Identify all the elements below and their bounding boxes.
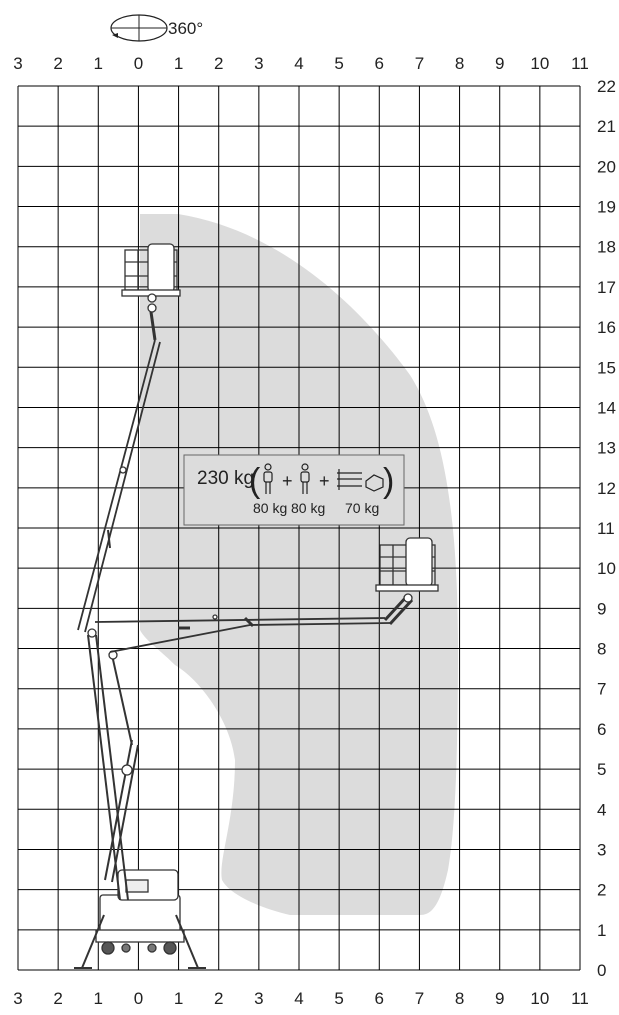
x-tick-label-bottom: 5 xyxy=(334,989,343,1008)
chassis xyxy=(95,869,185,955)
capacity-person2: 80 kg xyxy=(291,500,325,516)
capacity-box: 230 kg ( + + ) 80 kg 80 kg 70 kg xyxy=(183,454,405,526)
platform-side xyxy=(375,537,439,603)
x-tick-label-top: 1 xyxy=(174,54,183,73)
y-tick-label: 5 xyxy=(597,760,606,779)
x-tick-label-top: 9 xyxy=(495,54,504,73)
y-tick-label: 1 xyxy=(597,921,606,940)
plus-icon: + xyxy=(319,471,330,491)
y-tick-label: 0 xyxy=(597,961,606,980)
person-icon xyxy=(263,463,273,494)
x-tick-label-top: 10 xyxy=(530,54,549,73)
x-tick-label-bottom: 1 xyxy=(94,989,103,1008)
y-tick-label: 2 xyxy=(597,881,606,900)
x-tick-label-top: 4 xyxy=(294,54,303,73)
x-tick-label-bottom: 1 xyxy=(174,989,183,1008)
capacity-total: 230 kg xyxy=(197,468,254,489)
x-tick-label-bottom: 3 xyxy=(13,989,22,1008)
y-tick-label: 15 xyxy=(597,358,616,377)
rotation-indicator: 360° xyxy=(110,14,203,42)
x-tick-label-top: 8 xyxy=(455,54,464,73)
x-tick-label-top: 0 xyxy=(134,54,143,73)
upper-boom-vertical xyxy=(77,303,161,633)
y-tick-label: 14 xyxy=(597,398,616,417)
platform-top xyxy=(121,243,181,303)
capacity-tools: 70 kg xyxy=(345,500,379,516)
y-tick-label: 16 xyxy=(597,318,616,337)
x-tick-label-bottom: 6 xyxy=(375,989,384,1008)
y-tick-label: 21 xyxy=(597,117,616,136)
machine xyxy=(74,243,439,969)
y-tick-label: 7 xyxy=(597,680,606,699)
axis-tick-labels: 3322110011223344556677889910101111012345… xyxy=(13,54,616,1008)
plus-icon: + xyxy=(282,471,293,491)
y-tick-label: 6 xyxy=(597,720,606,739)
y-tick-label: 9 xyxy=(597,599,606,618)
x-tick-label-bottom: 11 xyxy=(571,989,589,1008)
x-tick-label-top: 2 xyxy=(53,54,62,73)
x-tick-label-bottom: 2 xyxy=(53,989,62,1008)
x-tick-label-bottom: 8 xyxy=(455,989,464,1008)
person-icon xyxy=(300,463,310,494)
x-tick-label-top: 3 xyxy=(254,54,263,73)
y-tick-label: 8 xyxy=(597,640,606,659)
lower-boom xyxy=(87,628,139,901)
open-paren: ( xyxy=(249,462,261,500)
y-tick-label: 11 xyxy=(597,519,615,538)
x-tick-label-top: 3 xyxy=(13,54,22,73)
x-tick-label-top: 2 xyxy=(214,54,223,73)
x-tick-label-top: 11 xyxy=(571,54,589,73)
outriggers xyxy=(74,914,206,969)
y-tick-label: 22 xyxy=(597,77,616,96)
y-tick-label: 18 xyxy=(597,238,616,257)
y-tick-label: 19 xyxy=(597,198,616,217)
y-tick-label: 10 xyxy=(597,559,616,578)
y-tick-label: 4 xyxy=(597,800,606,819)
tools-icon xyxy=(337,469,384,492)
x-tick-label-bottom: 3 xyxy=(254,989,263,1008)
x-tick-label-top: 6 xyxy=(375,54,384,73)
y-tick-label: 17 xyxy=(597,278,616,297)
x-tick-label-bottom: 7 xyxy=(415,989,424,1008)
y-tick-label: 20 xyxy=(597,157,616,176)
y-tick-label: 12 xyxy=(597,479,616,498)
rotation-label: 360° xyxy=(168,19,203,38)
grid xyxy=(17,85,581,971)
x-tick-label-top: 7 xyxy=(415,54,424,73)
upper-boom-horizontal xyxy=(94,593,414,653)
close-paren: ) xyxy=(383,462,394,500)
capacity-person1: 80 kg xyxy=(253,500,287,516)
x-tick-label-bottom: 0 xyxy=(134,989,143,1008)
x-tick-label-bottom: 9 xyxy=(495,989,504,1008)
y-tick-label: 13 xyxy=(597,439,616,458)
x-tick-label-top: 5 xyxy=(334,54,343,73)
x-tick-label-bottom: 4 xyxy=(294,989,303,1008)
x-tick-label-top: 1 xyxy=(94,54,103,73)
x-tick-label-bottom: 10 xyxy=(530,989,549,1008)
x-tick-label-bottom: 2 xyxy=(214,989,223,1008)
y-tick-label: 3 xyxy=(597,840,606,859)
